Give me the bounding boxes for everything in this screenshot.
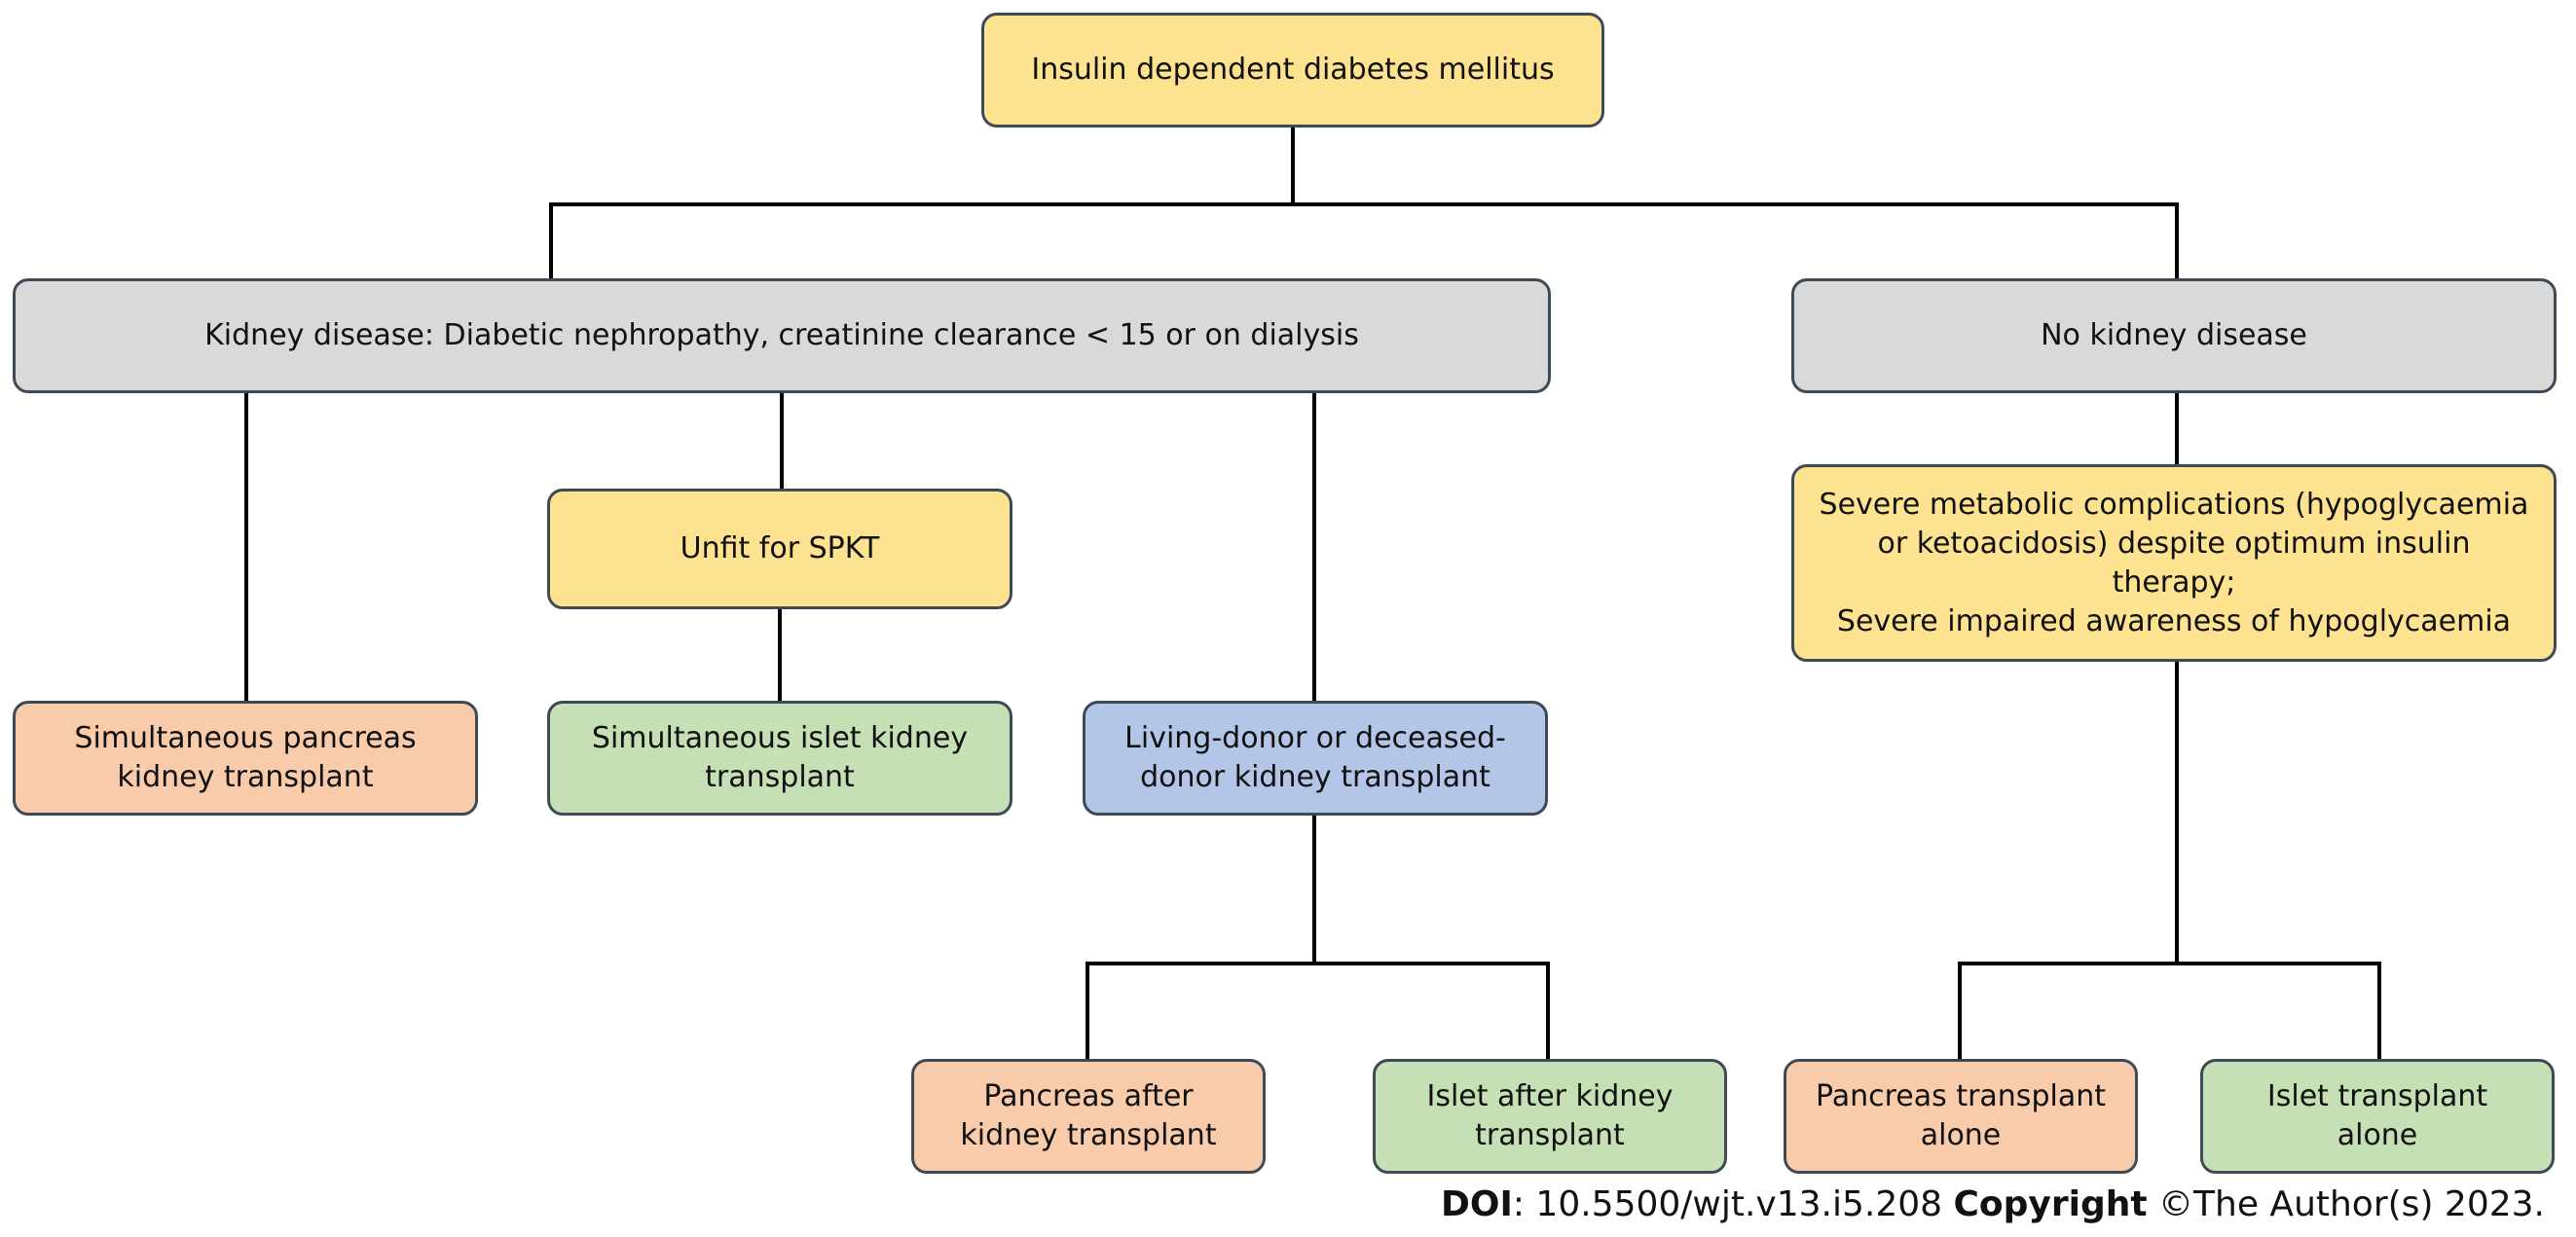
node-insulin-dependent-diabetes: Insulin dependent diabetes mellitus bbox=[981, 13, 1604, 127]
node-islet-transplant-alone: Islet transplant alone bbox=[2200, 1059, 2555, 1174]
citation-footer: DOI: 10.5500/wjt.v13.i5.208 Copyright ©T… bbox=[1441, 1183, 2545, 1226]
node-unfit-for-spkt: Unfit for SPKT bbox=[547, 489, 1012, 609]
node-pancreas-after-kidney: Pancreas after kidney transplant bbox=[911, 1059, 1266, 1174]
node-simultaneous-pancreas-kidney: Simultaneous pancreas kidney transplant bbox=[13, 701, 478, 816]
node-islet-after-kidney: Islet after kidney transplant bbox=[1373, 1059, 1727, 1174]
node-severe-metabolic-complications: Severe metabolic complications (hypoglyc… bbox=[1791, 464, 2557, 662]
copyright-label: Copyright bbox=[1953, 1184, 2148, 1224]
doi-value: : 10.5500/wjt.v13.i5.208 bbox=[1512, 1184, 1954, 1224]
node-pancreas-transplant-alone: Pancreas transplant alone bbox=[1784, 1059, 2138, 1174]
doi-label: DOI bbox=[1440, 1184, 1513, 1224]
node-kidney-disease: Kidney disease: Diabetic nephropathy, cr… bbox=[13, 278, 1551, 393]
node-living-or-deceased-donor-kidney: Living-donor or deceased- donor kidney t… bbox=[1083, 701, 1548, 816]
copyright-value: ©The Author(s) 2023. bbox=[2147, 1184, 2545, 1224]
node-simultaneous-islet-kidney: Simultaneous islet kidney transplant bbox=[547, 701, 1012, 816]
node-no-kidney-disease: No kidney disease bbox=[1791, 278, 2557, 393]
